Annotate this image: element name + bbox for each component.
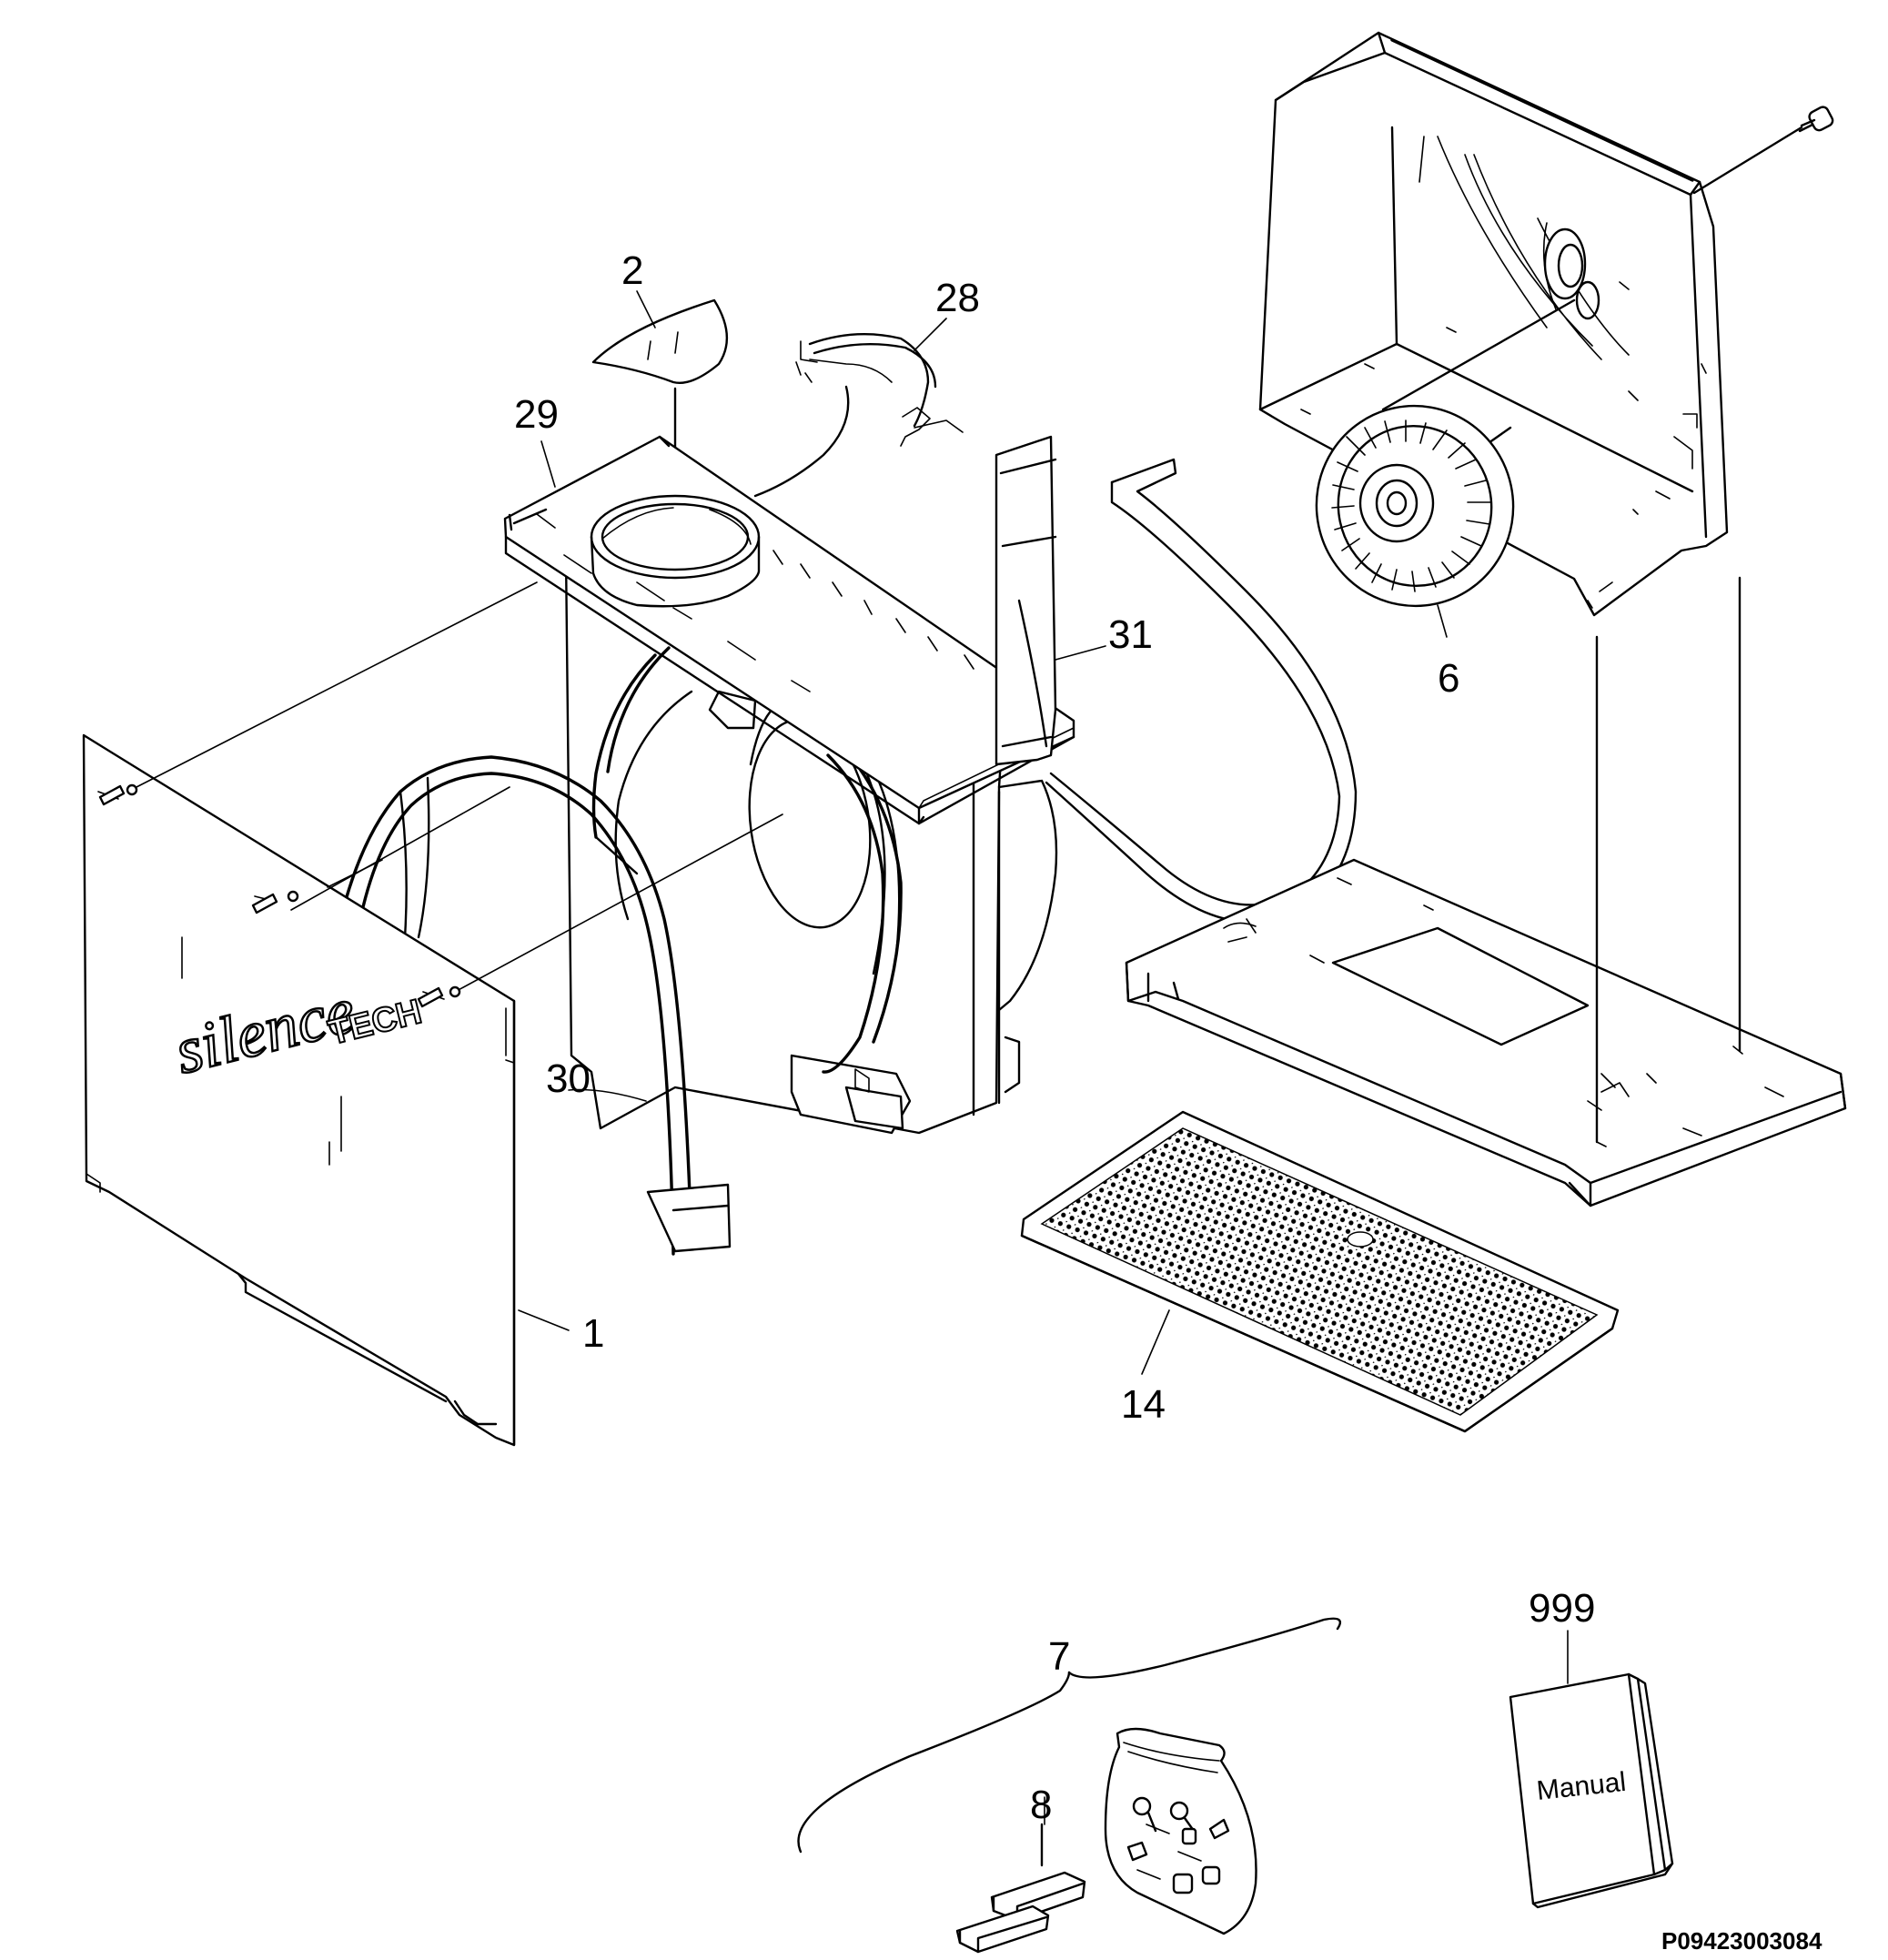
part-label-7: 7 bbox=[1048, 1634, 1070, 1679]
accessory-bracket bbox=[797, 1617, 1342, 1854]
screw bbox=[1692, 106, 1834, 195]
manual-booklet: Manual bbox=[1509, 1672, 1674, 1909]
part-label-6: 6 bbox=[1438, 656, 1459, 701]
part-label-29: 29 bbox=[514, 392, 559, 437]
grease-filter bbox=[1020, 1110, 1620, 1433]
wire-harness bbox=[753, 333, 964, 498]
part-label-28: 28 bbox=[935, 276, 980, 320]
drawing-code: P09423003084 bbox=[1661, 1927, 1822, 1955]
part-labels: 1 2 6 7 8 14 28 29 30 31 999 bbox=[514, 248, 1595, 1827]
part-label-31: 31 bbox=[1108, 612, 1153, 657]
flat-cable bbox=[1045, 458, 1358, 924]
duct-ring bbox=[503, 435, 1075, 825]
panel-screws bbox=[98, 581, 783, 1008]
blower-wheel bbox=[1315, 298, 1576, 608]
fixings-bag bbox=[1104, 1727, 1257, 1935]
gasket-strip bbox=[994, 435, 1057, 766]
arch-gasket bbox=[337, 755, 732, 1256]
part-label-1: 1 bbox=[582, 1311, 604, 1356]
part-label-2: 2 bbox=[621, 248, 643, 293]
base-tray bbox=[1125, 576, 1847, 1207]
blower-vanes bbox=[1331, 419, 1491, 592]
front-panel: silence TECH bbox=[82, 733, 516, 1447]
leader-lines bbox=[518, 290, 1569, 1825]
part-label-30: 30 bbox=[546, 1056, 591, 1101]
fixing-brackets bbox=[955, 1823, 1086, 1954]
part-label-8: 8 bbox=[1030, 1783, 1052, 1827]
part-label-14: 14 bbox=[1121, 1382, 1166, 1427]
part-label-999: 999 bbox=[1529, 1586, 1595, 1631]
